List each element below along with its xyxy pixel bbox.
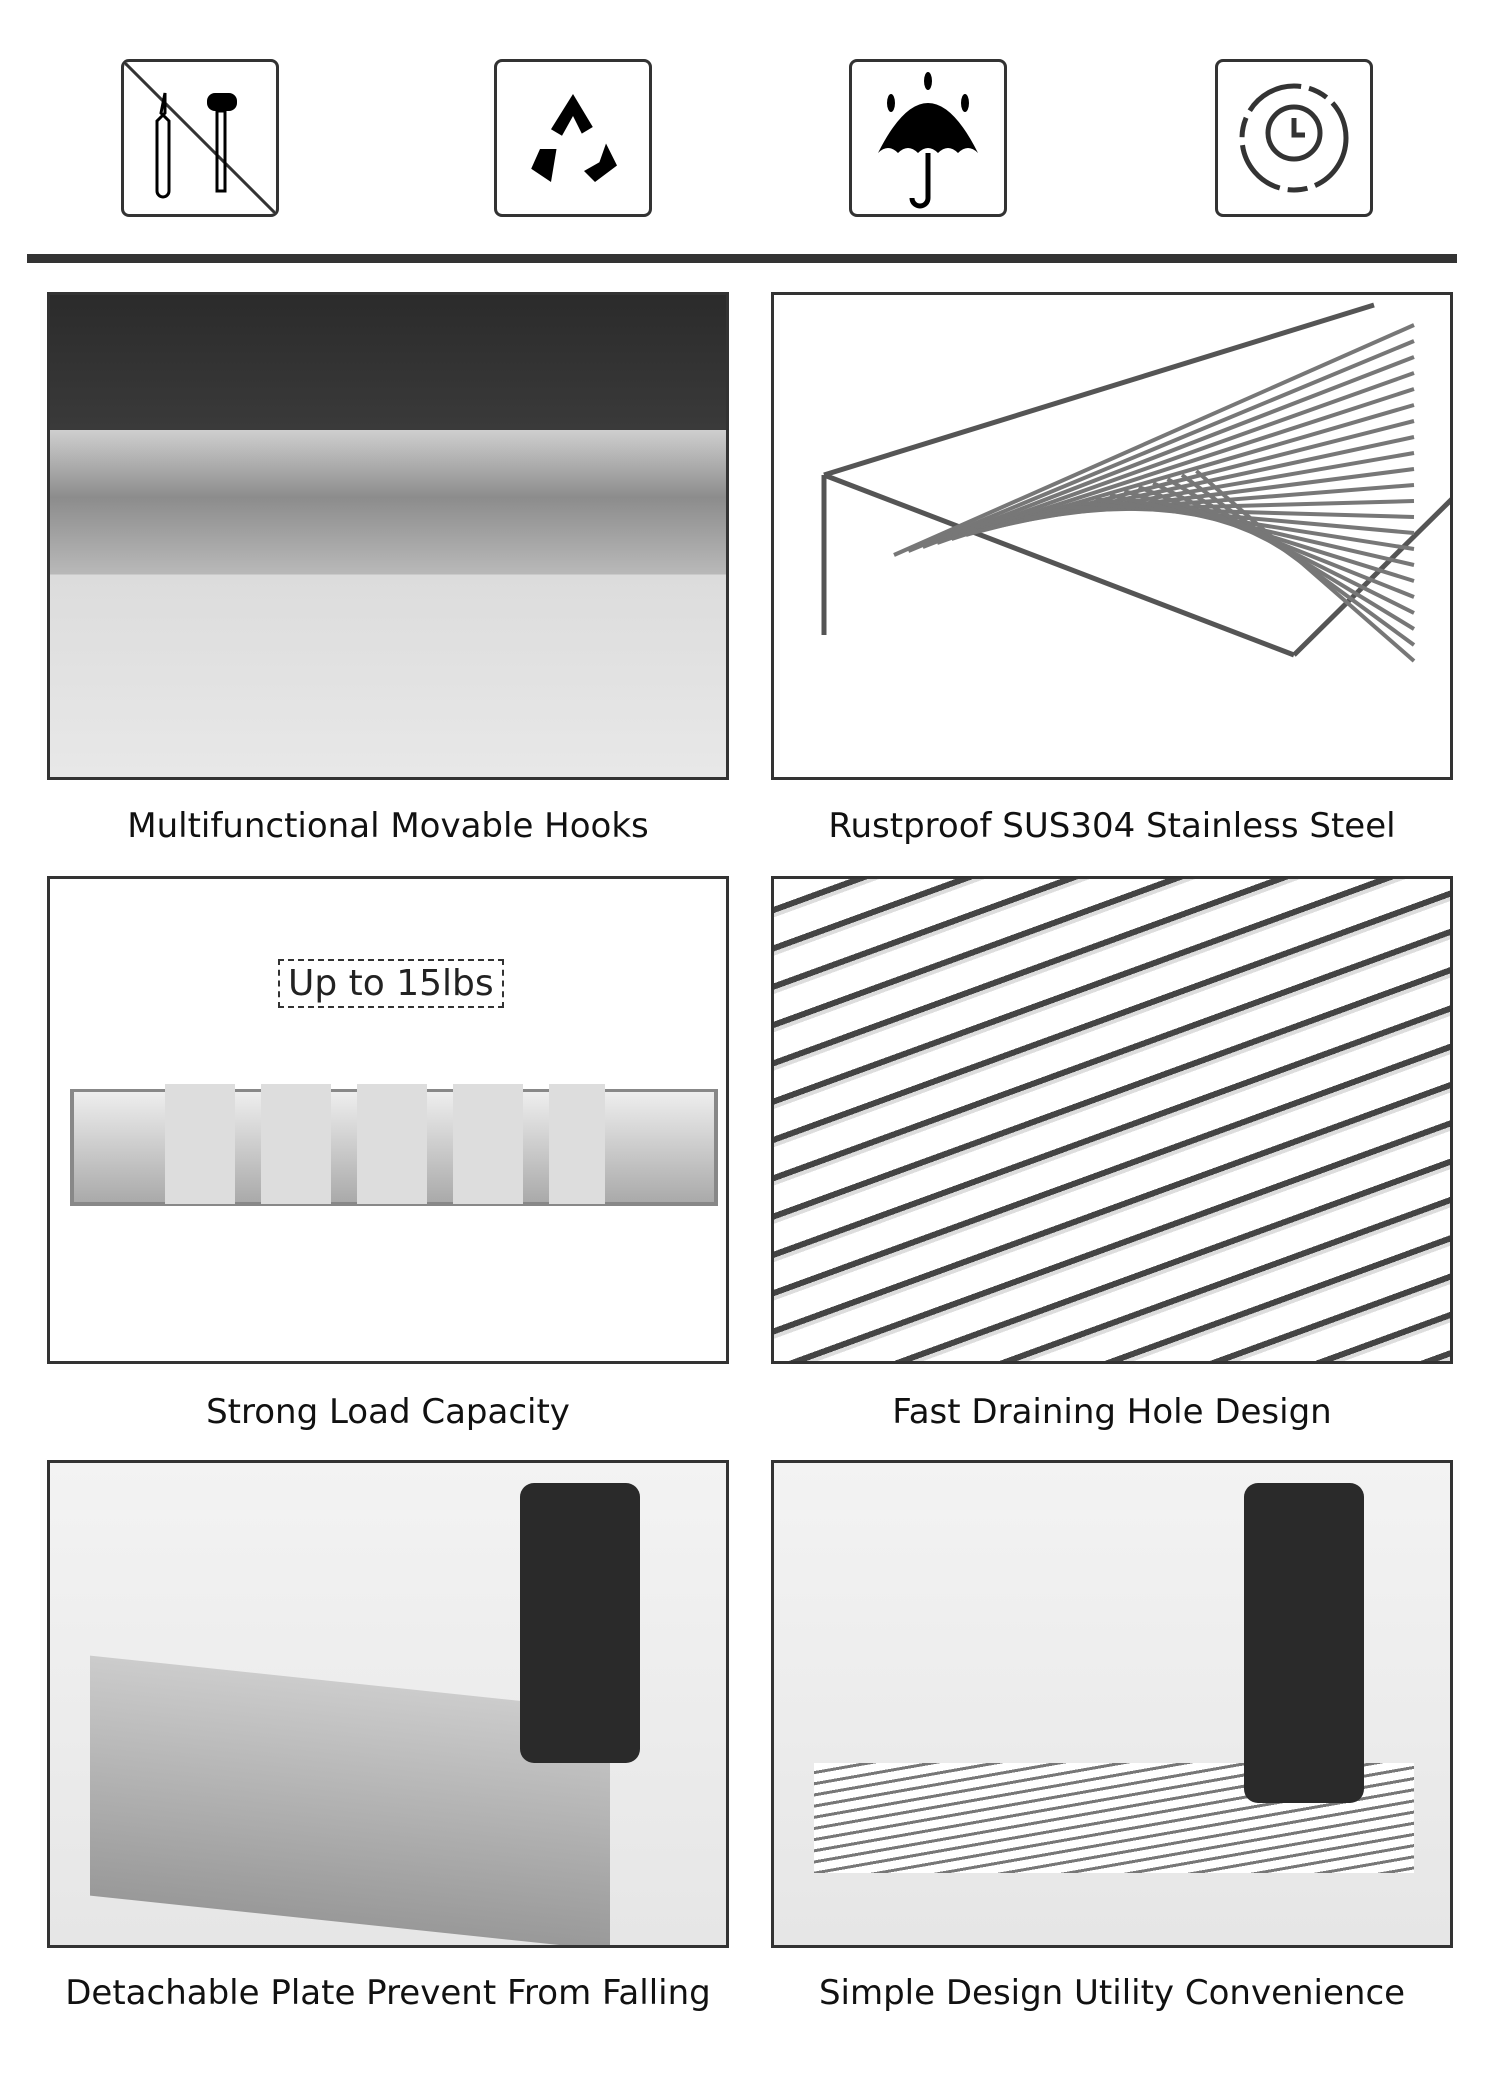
steel-bar xyxy=(936,371,1415,545)
caption-simple-design: Simple Design Utility Convenience xyxy=(818,1973,1406,2013)
bottle-shape xyxy=(1244,1483,1364,1803)
waterproof-umbrella-icon xyxy=(849,59,1007,217)
caption-hooks: Multifunctional Movable Hooks xyxy=(127,806,649,846)
bottle-shape xyxy=(520,1483,640,1763)
steel-bar xyxy=(1195,469,1416,663)
durable-clock-icon xyxy=(1215,59,1373,217)
steel-bar xyxy=(950,387,1415,541)
steel-bar xyxy=(907,339,1415,553)
section-divider xyxy=(27,254,1457,263)
detachable-plate-photo xyxy=(47,1460,729,1948)
stainless-steel-photo xyxy=(771,292,1453,780)
draining-photo xyxy=(771,876,1453,1364)
load-label: Up to 15lbs xyxy=(278,959,504,1008)
weights-shape xyxy=(165,1084,605,1204)
hooks-photo xyxy=(47,292,729,780)
simple-design-photo xyxy=(771,1460,1453,1948)
caption-stainless-steel: Rustproof SUS304 Stainless Steel xyxy=(828,806,1396,846)
recycle-icon xyxy=(494,59,652,217)
caption-detachable-plate: Detachable Plate Prevent From Falling xyxy=(65,1973,711,2013)
no-tools-icon xyxy=(121,59,279,217)
load-capacity-photo: Up to 15lbs xyxy=(47,876,729,1364)
steel-bar xyxy=(922,355,1415,549)
caption-load-capacity: Strong Load Capacity xyxy=(206,1392,570,1432)
caption-draining: Fast Draining Hole Design xyxy=(892,1392,1332,1432)
steel-bar xyxy=(893,323,1415,557)
